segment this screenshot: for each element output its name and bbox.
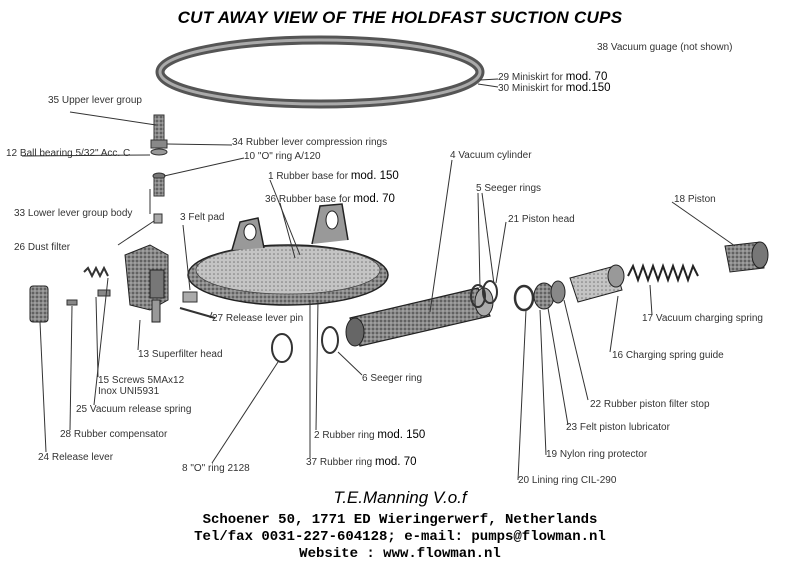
- seeger-rings: [470, 280, 498, 308]
- label-36-model: mod. 70: [353, 193, 395, 205]
- label-29-text: 29 Miniskirt for: [498, 72, 566, 83]
- label-16-spring-guide: 16 Charging spring guide: [612, 350, 724, 361]
- label-1-text: 1 Rubber base for: [268, 171, 351, 182]
- label-21-piston-head: 21 Piston head: [508, 214, 575, 225]
- label-6-seeger-ring: 6 Seeger ring: [362, 373, 423, 384]
- label-10-o-ring: 10 "O" ring A/120: [244, 151, 321, 162]
- felt-pad: [182, 291, 198, 303]
- charging-spring-guide: [569, 264, 625, 303]
- label-4-vacuum-cylinder: 4 Vacuum cylinder: [450, 150, 532, 161]
- company-contact: Tel/fax 0031-227-604128; e-mail: pumps@f…: [194, 529, 606, 545]
- label-28-rubber-compensator: 28 Rubber compensator: [60, 429, 168, 440]
- label-30-text: 30 Miniskirt for: [498, 83, 566, 94]
- label-2-rubber-ring: 2 Rubber ring mod. 150: [314, 429, 425, 441]
- label-26-dust-filter: 26 Dust filter: [14, 242, 71, 253]
- label-30-miniskirt: 30 Miniskirt for mod.150: [498, 82, 611, 94]
- company-address: Schoener 50, 1771 ED Wieringerwerf, Neth…: [202, 512, 598, 528]
- company-website: Website : www.flowman.nl: [299, 546, 501, 562]
- label-19-nylon-ring: 19 Nylon ring protector: [546, 449, 648, 460]
- label-36-rubber-base: 36 Rubber base for mod. 70: [265, 193, 395, 205]
- rubber-base: [187, 203, 389, 306]
- company-name: T.E.Manning V.o.f: [333, 488, 467, 507]
- label-15-screws-spec: Inox UNI5931: [98, 386, 160, 397]
- piston-head-parts: [513, 280, 566, 312]
- label-3-felt-pad: 3 Felt pad: [180, 212, 225, 223]
- label-12-ball-bearing: 12 Ball bearing 5/32" Acc. C: [6, 148, 131, 159]
- miniskirt-ring: [155, 35, 485, 109]
- label-1-rubber-base: 1 Rubber base for mod. 150: [268, 170, 399, 182]
- label-22-filter-stop: 22 Rubber piston filter stop: [590, 399, 710, 410]
- label-23-felt-lubricator: 23 Felt piston lubricator: [566, 422, 670, 433]
- label-2-text: 2 Rubber ring: [314, 430, 378, 441]
- label-5-seeger-rings: 5 Seeger rings: [476, 183, 542, 194]
- label-27-release-lever-pin: 27 Release lever pin: [212, 313, 304, 324]
- upper-lever-group: [150, 114, 168, 156]
- label-37-rubber-ring: 37 Rubber ring mod. 70: [306, 456, 417, 468]
- o-ring-2128: [271, 333, 293, 363]
- label-33-lower-lever-group: 33 Lower lever group body: [14, 208, 133, 219]
- label-29-miniskirt: 29 Miniskirt for mod. 70: [498, 71, 607, 83]
- seeger-ring: [321, 326, 339, 354]
- label-24-release-lever: 24 Release lever: [38, 452, 114, 463]
- label-2-model: mod. 150: [377, 429, 426, 441]
- superfilter-head: [124, 244, 169, 323]
- label-13-superfilter-head: 13 Superfilter head: [138, 349, 223, 360]
- dust-filter: [153, 213, 163, 224]
- release-lever-pin: [179, 307, 216, 319]
- label-37-model: mod. 70: [374, 456, 417, 468]
- label-17-charging-spring: 17 Vacuum charging spring: [642, 313, 763, 324]
- label-15-screws: 15 Screws 5MAx12: [98, 375, 185, 386]
- label-25-release-spring: 25 Vacuum release spring: [76, 404, 192, 415]
- release-lever: [29, 285, 49, 323]
- vacuum-charging-spring: [627, 263, 699, 283]
- screws: [66, 289, 111, 306]
- diagram-title: CUT AWAY VIEW OF THE HOLDFAST SUCTION CU…: [177, 8, 623, 27]
- label-20-lining-ring: 20 Lining ring CIL-290: [518, 475, 617, 486]
- label-35-upper-lever-group: 35 Upper lever group: [48, 95, 142, 106]
- lower-lever-group-body: [152, 172, 166, 197]
- label-34-compression-rings: 34 Rubber lever compression rings: [232, 137, 388, 148]
- label-36-text: 36 Rubber base for: [265, 194, 354, 205]
- label-18-piston: 18 Piston: [674, 194, 716, 205]
- label-38-vacuum-guage: 38 Vacuum guage (not shown): [597, 42, 733, 53]
- label-30-model: mod.150: [565, 82, 611, 94]
- label-1-model: mod. 150: [350, 170, 399, 182]
- piston: [724, 241, 769, 273]
- leader-lines: [21, 78, 736, 481]
- label-29-model: mod. 70: [565, 71, 608, 83]
- label-8-o-ring: 8 "O" ring 2128: [182, 463, 250, 474]
- vacuum-release-spring: [83, 265, 109, 279]
- label-37-text: 37 Rubber ring: [306, 457, 375, 468]
